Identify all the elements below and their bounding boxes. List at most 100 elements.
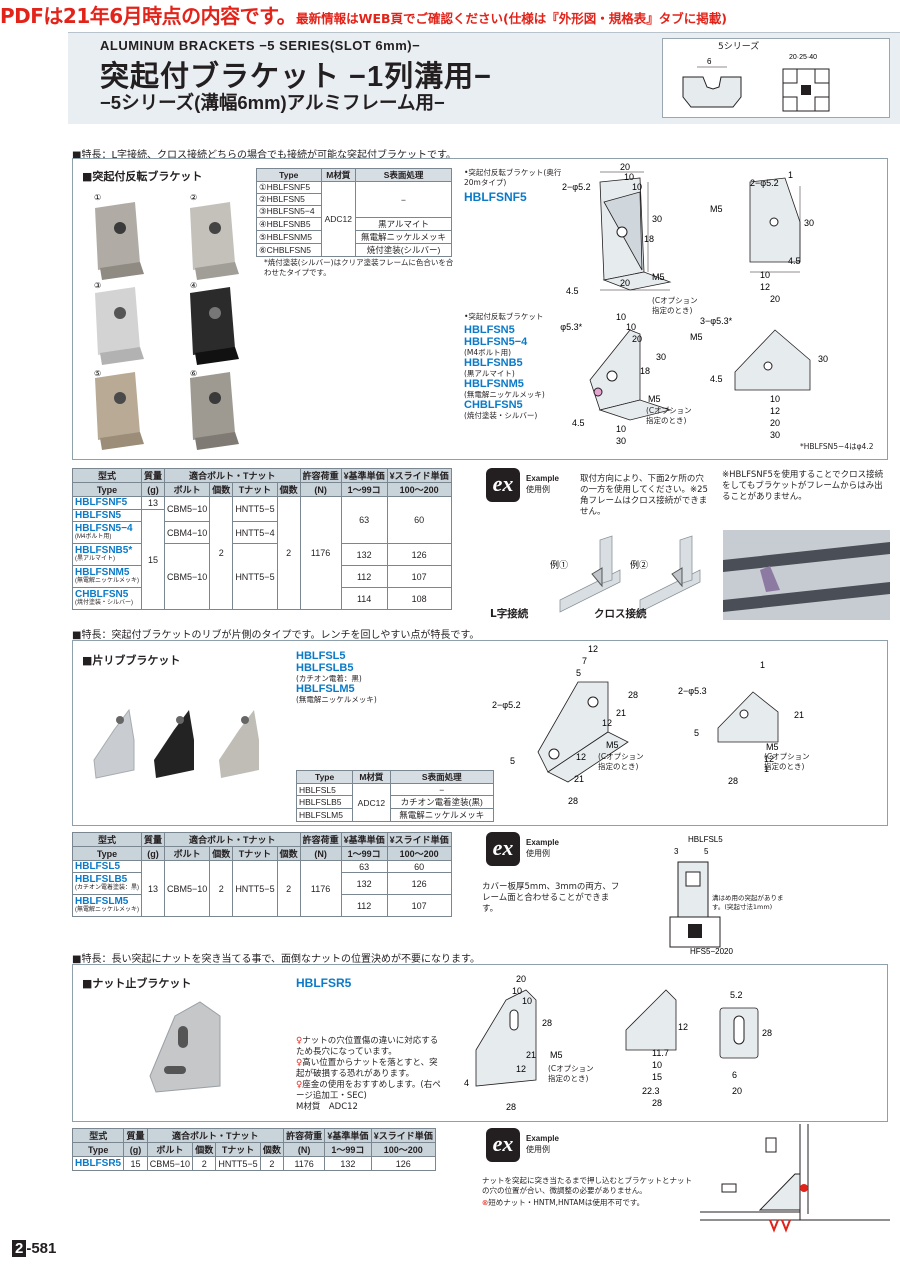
- table-row-model: HBLFSNB5*(黒アルマイト): [72, 543, 142, 566]
- s3-spec-table: 型式質量適合ボルト・Tナット許容荷重¥基準単価¥スライド単価 Type(g)ボル…: [71, 1128, 437, 1171]
- mass-cell: 15: [123, 1156, 148, 1171]
- ex-warn-text: 短めナット・HNTM,HNTAMは使用不可です。: [488, 1198, 645, 1207]
- type-cell: HBLFSLB5: [295, 795, 354, 809]
- s2-model-list: HBLFSL5 HBLFSLB5 (カチオン電着：黒) HBLFSLM5 (無電…: [296, 650, 416, 704]
- h1-type: 型式: [72, 468, 142, 483]
- surface-cell: −: [355, 181, 452, 218]
- s2-m5-b: M5: [766, 742, 779, 752]
- warning-icon: ⊗: [482, 1198, 489, 1207]
- s3-dim: 22.3: [642, 1086, 660, 1096]
- model-name: HBLFSN5−4: [75, 523, 133, 534]
- qty-cell: 2: [276, 496, 301, 610]
- tip-icon: ♀: [296, 1058, 303, 1068]
- model-sub: (無電解ニッケルメッキ): [75, 578, 139, 584]
- s3-dim: 12: [678, 1022, 688, 1032]
- s3-m5: M5: [550, 1050, 563, 1060]
- s3-copt: (Cオプション 指定のとき): [548, 1064, 594, 1083]
- price-cell: 63: [340, 496, 388, 544]
- h2-type: Type: [72, 482, 142, 497]
- s3-dim: 4: [464, 1078, 469, 1088]
- h2-p2: 100〜200: [370, 1142, 437, 1157]
- d1-dim: 18: [644, 234, 654, 244]
- s3-dim: 10: [522, 996, 532, 1006]
- s2-dim: 5: [694, 728, 699, 738]
- d2-dim: 10: [616, 312, 626, 322]
- d2-copt: (Cオプション 指定のとき): [646, 406, 692, 425]
- s3-dim: 28: [652, 1098, 662, 1108]
- h2-qty2: 個数: [276, 482, 301, 497]
- model-sub: (焼付塗装・シルバー): [75, 600, 133, 606]
- ex2-note: 溝はめ用の突起があります。(突起寸法1mm): [712, 894, 784, 911]
- material-cell: ADC12: [352, 783, 391, 822]
- s3-model: HBLFSR5: [296, 976, 352, 990]
- panel-1-title: ■突起付反転ブラケット: [82, 170, 203, 183]
- s2-dim: 1: [760, 660, 765, 670]
- table-row-model: HBLFSN5−4(M4ボルト用): [72, 521, 142, 544]
- h2-qty: 個数: [192, 1142, 217, 1157]
- h1-slide: ¥スライド単価: [386, 468, 452, 483]
- slide-price-cell: 126: [386, 543, 452, 566]
- price-cell: 63: [340, 860, 388, 873]
- table-row-model: HBLFSNF5: [72, 496, 142, 510]
- d2-model-sub: (無電解ニッケルメッキ): [464, 390, 545, 399]
- panel-3-title: ■ナット止ブラケット: [82, 977, 192, 990]
- d1-dim: 12: [760, 282, 770, 292]
- s1-spec-table: 型式質量適合ボルト・Tナット許容荷重¥基準単価¥スライド単価 Type(g)ボル…: [72, 468, 452, 610]
- qty-cell: 2: [209, 496, 234, 610]
- ex-label-2: Example: [526, 838, 559, 847]
- ex2-d5: 5: [704, 847, 709, 856]
- type-cell: ②HBLFSN5: [256, 193, 322, 206]
- surface-cell: カチオン電着塗装(黒): [389, 795, 494, 809]
- type-cell: ③HBLFSN5−4: [256, 205, 322, 218]
- s2-dim: 21: [574, 774, 584, 784]
- feature-2: ■特長：突起付ブラケットのリブが片側のタイプです。レンチを回しやすい点が特長です…: [72, 630, 480, 641]
- header-english: ALUMINUM BRACKETS −5 SERIES(SLOT 6mm)−: [100, 38, 421, 53]
- mass-cell: 15: [140, 509, 166, 610]
- th-type: Type: [256, 168, 322, 182]
- bolt-cell: CBM5−10: [146, 1156, 194, 1171]
- h1-slide: ¥スライド単価: [370, 1128, 437, 1143]
- h2-nut: Tナット: [232, 482, 278, 497]
- d2-dim: 30: [818, 354, 828, 364]
- mass-cell: 13: [140, 860, 166, 917]
- s3-dim: 28: [542, 1018, 552, 1028]
- s2-dim: 5: [576, 668, 581, 678]
- s3-dim: 28: [506, 1102, 516, 1112]
- page-number-box: 2: [12, 1240, 27, 1257]
- h2-g: (g): [140, 846, 166, 861]
- ex-label2-1: 使用例: [526, 485, 550, 494]
- table-row-model: HBLFSR5: [71, 1156, 125, 1171]
- s3-dim: 10: [512, 986, 522, 996]
- h2-g: (g): [140, 482, 166, 497]
- nut-cell: HNTT5−5: [232, 496, 278, 522]
- h2-nut: Tナット: [232, 846, 278, 861]
- d2-dim: 10: [626, 322, 636, 332]
- type-cell: ④HBLFSNB5: [256, 217, 322, 231]
- s3-photo: [149, 1001, 221, 1093]
- page-number: 2-581: [12, 1240, 56, 1257]
- s2-spec-table: 型式質量適合ボルト・Tナット許容荷重¥基準単価¥スライド単価 Type(g)ボル…: [72, 832, 452, 917]
- ex-label2-3: 使用例: [526, 1145, 550, 1154]
- s3-dim: 20: [516, 974, 526, 984]
- s3-dim: 15: [652, 1072, 662, 1082]
- d1-dim: 30: [804, 218, 814, 228]
- s3-note-text: 高い位置からナットを落とすと、突起が破損する恐れがあります。: [296, 1058, 438, 1079]
- d1-m5: M5: [652, 272, 665, 282]
- s2-model: HBLFSLB5: [296, 662, 354, 674]
- photo-5: [95, 372, 144, 450]
- price-cell: 112: [340, 565, 388, 588]
- h1-price: ¥基準単価: [324, 1128, 372, 1143]
- d1-dim: 10: [632, 182, 642, 192]
- ex1-label: 例①: [550, 559, 568, 570]
- drawing-hblfsl5: 2−φ5.2 2−φ5.3 M5 M5 12 7 5 28 21 12 5 12…: [492, 644, 804, 806]
- s2-dim: 1: [764, 764, 769, 774]
- s2-model-sub: (無電解ニッケルメッキ): [296, 695, 377, 704]
- s2-dim: 12: [764, 754, 774, 764]
- photo-4: [190, 287, 239, 365]
- feature-1: ■特長：L字接続、クロス接続どちらの場合でも接続が可能な突起付ブラケットです。: [72, 150, 457, 161]
- h2-p2: 100〜200: [386, 846, 452, 861]
- ex-side-1: ※HBLFSNF5を使用することでクロス接続をしてもブラケットがフレームからはみ…: [722, 470, 884, 502]
- photo-num-2: ②: [190, 193, 197, 202]
- d2-m5-b: M5: [690, 332, 703, 342]
